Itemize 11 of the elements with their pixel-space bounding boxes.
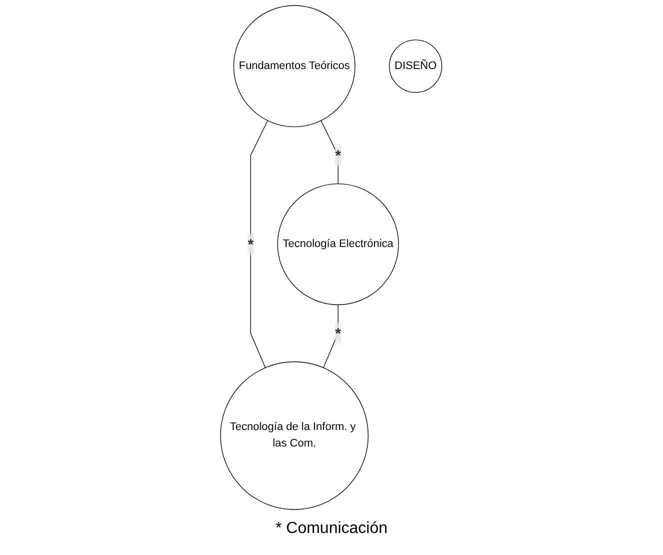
node-circle: Tecnología de la Inform. y las Com. [220, 361, 369, 510]
connector [250, 120, 268, 368]
node-circle: DISEÑO [389, 40, 442, 93]
connector [321, 120, 339, 184]
edge-label: * [248, 236, 254, 253]
edge-label: * [335, 146, 342, 164]
node-circle: Tecnología Electrónica [278, 184, 400, 306]
connector [323, 304, 339, 368]
legend-note: * Comunicación [275, 520, 388, 537]
node-circle: Fundamentos Teóricos [234, 5, 356, 128]
edge-label: * [335, 324, 342, 342]
